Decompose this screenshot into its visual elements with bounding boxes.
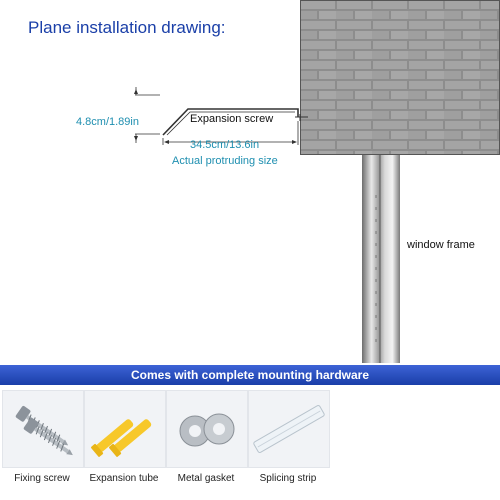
splicing-strip-card [248, 390, 330, 468]
width-dimension-label: 34.5cm/13.6in [190, 139, 260, 151]
splicing-strip-icon [253, 405, 325, 453]
metal-gasket-label: Metal gasket [177, 473, 235, 484]
expansion-screw-label: Expansion screw [190, 113, 274, 125]
protruding-size-caption: Actual protruding size [172, 155, 278, 167]
hardware-banner: Comes with complete mounting hardware [0, 365, 500, 385]
metal-gasket-icon [179, 413, 235, 447]
expansion-tube-icon [90, 419, 152, 457]
window-frame-label: window frame [407, 239, 475, 251]
diagram-title: Plane installation drawing: [28, 18, 226, 37]
splicing-strip-label: Splicing strip [259, 473, 317, 484]
expansion-tube-card [84, 390, 166, 468]
fixing-screw-icon [15, 406, 73, 456]
expansion-tube-label: Expansion tube [89, 473, 159, 484]
fixing-screw-label: Fixing screw [14, 473, 70, 484]
window-frame-pole [362, 155, 400, 363]
brick-wall [300, 0, 500, 155]
profile-diagram [134, 87, 308, 145]
height-dimension-label: 4.8cm/1.89in [76, 116, 139, 128]
fixing-screw-card [2, 390, 84, 468]
metal-gasket-card [166, 390, 248, 468]
